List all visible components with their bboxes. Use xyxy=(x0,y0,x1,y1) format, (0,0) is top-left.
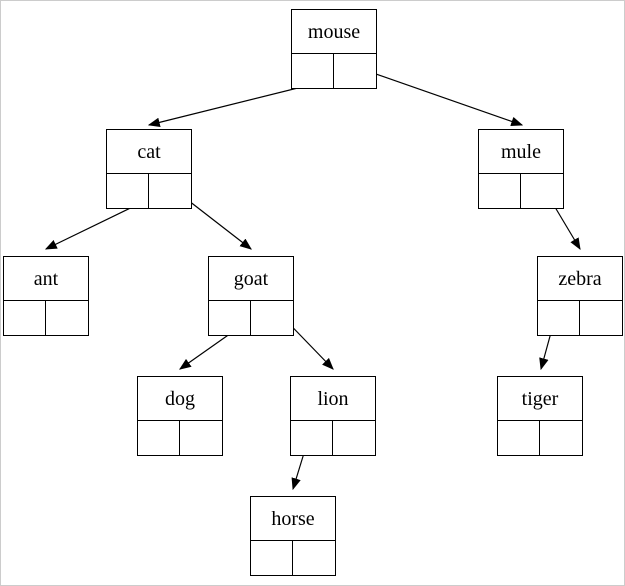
tree-node-dog[interactable]: dog xyxy=(137,376,223,456)
right-pointer-cell-mule[interactable] xyxy=(521,174,563,208)
node-pointers-dog xyxy=(138,421,222,455)
node-pointers-tiger xyxy=(498,421,582,455)
node-label-lion: lion xyxy=(291,377,375,421)
tree-node-horse[interactable]: horse xyxy=(250,496,336,576)
tree-node-zebra[interactable]: zebra xyxy=(537,256,623,336)
tree-node-goat[interactable]: goat xyxy=(208,256,294,336)
left-pointer-cell-lion[interactable] xyxy=(291,421,333,455)
left-pointer-cell-cat[interactable] xyxy=(107,174,149,208)
right-pointer-cell-cat[interactable] xyxy=(149,174,191,208)
left-pointer-cell-dog[interactable] xyxy=(138,421,180,455)
node-label-cat: cat xyxy=(107,130,191,174)
node-label-mouse: mouse xyxy=(292,10,376,54)
node-label-mule: mule xyxy=(479,130,563,174)
right-pointer-cell-dog[interactable] xyxy=(180,421,222,455)
right-pointer-cell-goat[interactable] xyxy=(251,301,293,335)
left-pointer-cell-mule[interactable] xyxy=(479,174,521,208)
right-pointer-cell-mouse[interactable] xyxy=(334,54,376,88)
right-pointer-cell-zebra[interactable] xyxy=(580,301,622,335)
right-pointer-cell-lion[interactable] xyxy=(333,421,375,455)
left-pointer-cell-tiger[interactable] xyxy=(498,421,540,455)
node-label-goat: goat xyxy=(209,257,293,301)
node-pointers-ant xyxy=(4,301,88,335)
tree-node-cat[interactable]: cat xyxy=(106,129,192,209)
right-pointer-cell-horse[interactable] xyxy=(293,541,335,575)
tree-node-mule[interactable]: mule xyxy=(478,129,564,209)
node-label-zebra: zebra xyxy=(538,257,622,301)
tree-node-tiger[interactable]: tiger xyxy=(497,376,583,456)
node-pointers-mouse xyxy=(292,54,376,88)
left-pointer-cell-mouse[interactable] xyxy=(292,54,334,88)
left-pointer-cell-horse[interactable] xyxy=(251,541,293,575)
node-label-dog: dog xyxy=(138,377,222,421)
node-label-ant: ant xyxy=(4,257,88,301)
node-pointers-horse xyxy=(251,541,335,575)
tree-node-ant[interactable]: ant xyxy=(3,256,89,336)
edge-mouse-right-to-mule xyxy=(355,66,524,126)
node-pointers-zebra xyxy=(538,301,622,335)
node-label-tiger: tiger xyxy=(498,377,582,421)
left-pointer-cell-ant[interactable] xyxy=(4,301,46,335)
node-pointers-goat xyxy=(209,301,293,335)
node-pointers-cat xyxy=(107,174,191,208)
left-pointer-cell-zebra[interactable] xyxy=(538,301,580,335)
tree-node-mouse[interactable]: mouse xyxy=(291,9,377,89)
node-pointers-lion xyxy=(291,421,375,455)
node-pointers-mule xyxy=(479,174,563,208)
left-pointer-cell-goat[interactable] xyxy=(209,301,251,335)
node-label-horse: horse xyxy=(251,497,335,541)
right-pointer-cell-tiger[interactable] xyxy=(540,421,582,455)
right-pointer-cell-ant[interactable] xyxy=(46,301,88,335)
tree-node-lion[interactable]: lion xyxy=(290,376,376,456)
